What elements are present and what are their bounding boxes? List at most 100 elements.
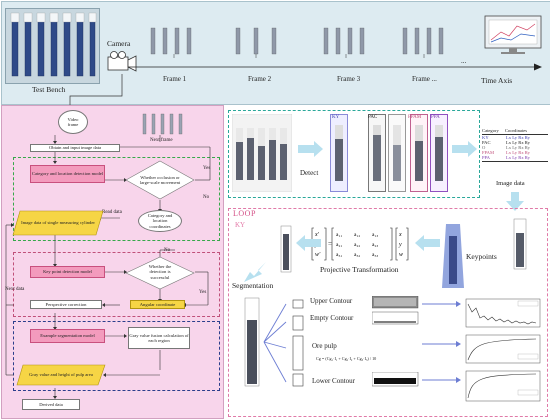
down-left-arrow-icon [244, 262, 266, 282]
cylinders-graphic [10, 12, 97, 77]
ellipsis-label: ... [461, 57, 467, 65]
left-arrow-icon-1 [415, 235, 440, 251]
ore-pulp-label: Ore pulp [312, 342, 337, 350]
single-cyl-node: Image data of single measuring cylinder [20, 212, 96, 234]
plot-2 [465, 334, 541, 364]
table-cell: FPAM [482, 150, 495, 155]
gray-fusion-text: Gray value fusion calculation of each re… [129, 332, 189, 343]
header-category: Category [482, 128, 499, 133]
crop-ky [330, 114, 348, 192]
next-frame-label: Next frame [150, 138, 173, 143]
loop-group [228, 208, 548, 417]
m13: a₁₃ [372, 232, 378, 238]
keypoint-model-node: Key point detection model [30, 266, 105, 278]
seg-parts [292, 299, 304, 387]
keypoints-cylinder [513, 218, 527, 270]
tag-pac: PAC [368, 115, 378, 120]
header-coordinates: Coordinates [504, 128, 528, 133]
group-segmentation [13, 321, 220, 391]
crop-ppa [430, 114, 448, 192]
group-keypoints [13, 252, 220, 317]
vec-right-2: w [399, 252, 403, 258]
cat-loc-coords-node: Category and location coordinates [138, 210, 182, 232]
m33: a₃₃ [372, 252, 378, 258]
projective-matrix: = x' y' w' x y w a₁₁ a₁₂ a₁₃ a₂₁ a₂₂ a₂₃… [311, 227, 409, 261]
m23: a₂₃ [372, 242, 378, 248]
table-cell: KY [482, 135, 489, 140]
success-text: Whether the detection is successful [148, 264, 172, 280]
gray-fusion-node: Gray value fusion calculation of each re… [128, 327, 190, 349]
video-frame-text: Video frame [67, 116, 79, 127]
table-cell: Lx Ly Rx Ry [506, 145, 530, 150]
frame-2-label: Frame 2 [248, 75, 272, 83]
to-table-arrow-icon [452, 141, 477, 157]
m32: a₃₂ [354, 252, 360, 258]
obtain-input-text: Obtain and input image data [48, 145, 102, 151]
lower-contour-label: Lower Contour [312, 377, 355, 385]
seg-fan-arrows [263, 303, 287, 383]
gray-height-text: Gray value and height of pulp area [29, 372, 93, 378]
no-label-2: No [164, 248, 171, 253]
texture-thumb-bottom [372, 372, 419, 387]
group-detection [13, 157, 220, 241]
table-cell: PAC [482, 140, 491, 145]
detect-arrow-icon [298, 141, 323, 157]
left-arrow-icon-2 [296, 235, 321, 251]
plot-1 [465, 298, 541, 328]
time-axis-label: Time Axis [481, 76, 513, 85]
formula-text: Cg = (Cg₁·I₁ + Cg₂·I₂ + Cg₃·I₃) / 10 [316, 356, 377, 361]
empty-contour-label: Empty Contour [310, 314, 354, 322]
obtain-input-node: Obtain and input image data [30, 144, 120, 152]
table-cell: Lx Ly Rx Ry [506, 140, 530, 145]
vec-right-1: y [398, 242, 402, 248]
projective-label: Projective Transformation [320, 265, 399, 274]
detect-source-photo [232, 114, 292, 192]
upper-contour-label: Upper Contour [310, 297, 353, 305]
keypoint-model-text: Key point detection model [43, 269, 92, 275]
image-data-label: Image data [496, 180, 525, 187]
test-bench-photo [5, 8, 100, 84]
tag-fpam: FPAM [408, 115, 422, 120]
m22: a₂₂ [354, 242, 360, 248]
m11: a₁₁ [336, 232, 342, 238]
straight-cylinder [280, 225, 292, 273]
single-cyl-shape [12, 210, 104, 236]
m21: a₂₁ [336, 242, 342, 248]
frame-3-label: Frame 3 [337, 75, 361, 83]
single-cyl-text: Image data of single measuring cylinder [21, 220, 95, 226]
occlusion-decision [125, 160, 195, 200]
no-label-1: No [203, 195, 210, 200]
detect-group [228, 110, 480, 198]
angular-text: Angular coordinate [139, 301, 176, 307]
time-axis-arrow [128, 63, 542, 71]
table-cell: PPA [482, 155, 491, 160]
crop-fpam [410, 114, 428, 192]
frame-3-thumb [320, 24, 372, 58]
table-row: PAC Lx Ly Rx Ry [482, 140, 548, 145]
success-decision [125, 256, 195, 290]
cat-loc-model-text: Category and location detection model [31, 171, 104, 177]
segmentation-label: Segmentation [232, 281, 274, 290]
m12: a₁₂ [354, 232, 360, 238]
vec-left-0: x' [314, 232, 320, 238]
gray-height-node: Gray value and height of pulp area [24, 366, 98, 384]
table-header: Category Coordinates [482, 128, 548, 133]
success-text-box: Whether the detection is successful [140, 262, 180, 282]
derived-text: Derived data [39, 401, 63, 407]
frame-n-thumb [398, 24, 450, 58]
corrected-cylinder [442, 224, 464, 288]
read-data-label: Read data [102, 210, 122, 215]
yes-label-1: Yes [203, 166, 211, 171]
next-data-label: Next data [5, 287, 25, 292]
camera-label: Camera [107, 39, 131, 48]
keypoints-label: Keypoints [466, 252, 497, 261]
perspective-node: Perspective correction [30, 300, 102, 309]
texture-thumbs-top [372, 296, 419, 325]
next-frame-thumb [142, 113, 183, 135]
monitor-icon [484, 15, 542, 54]
